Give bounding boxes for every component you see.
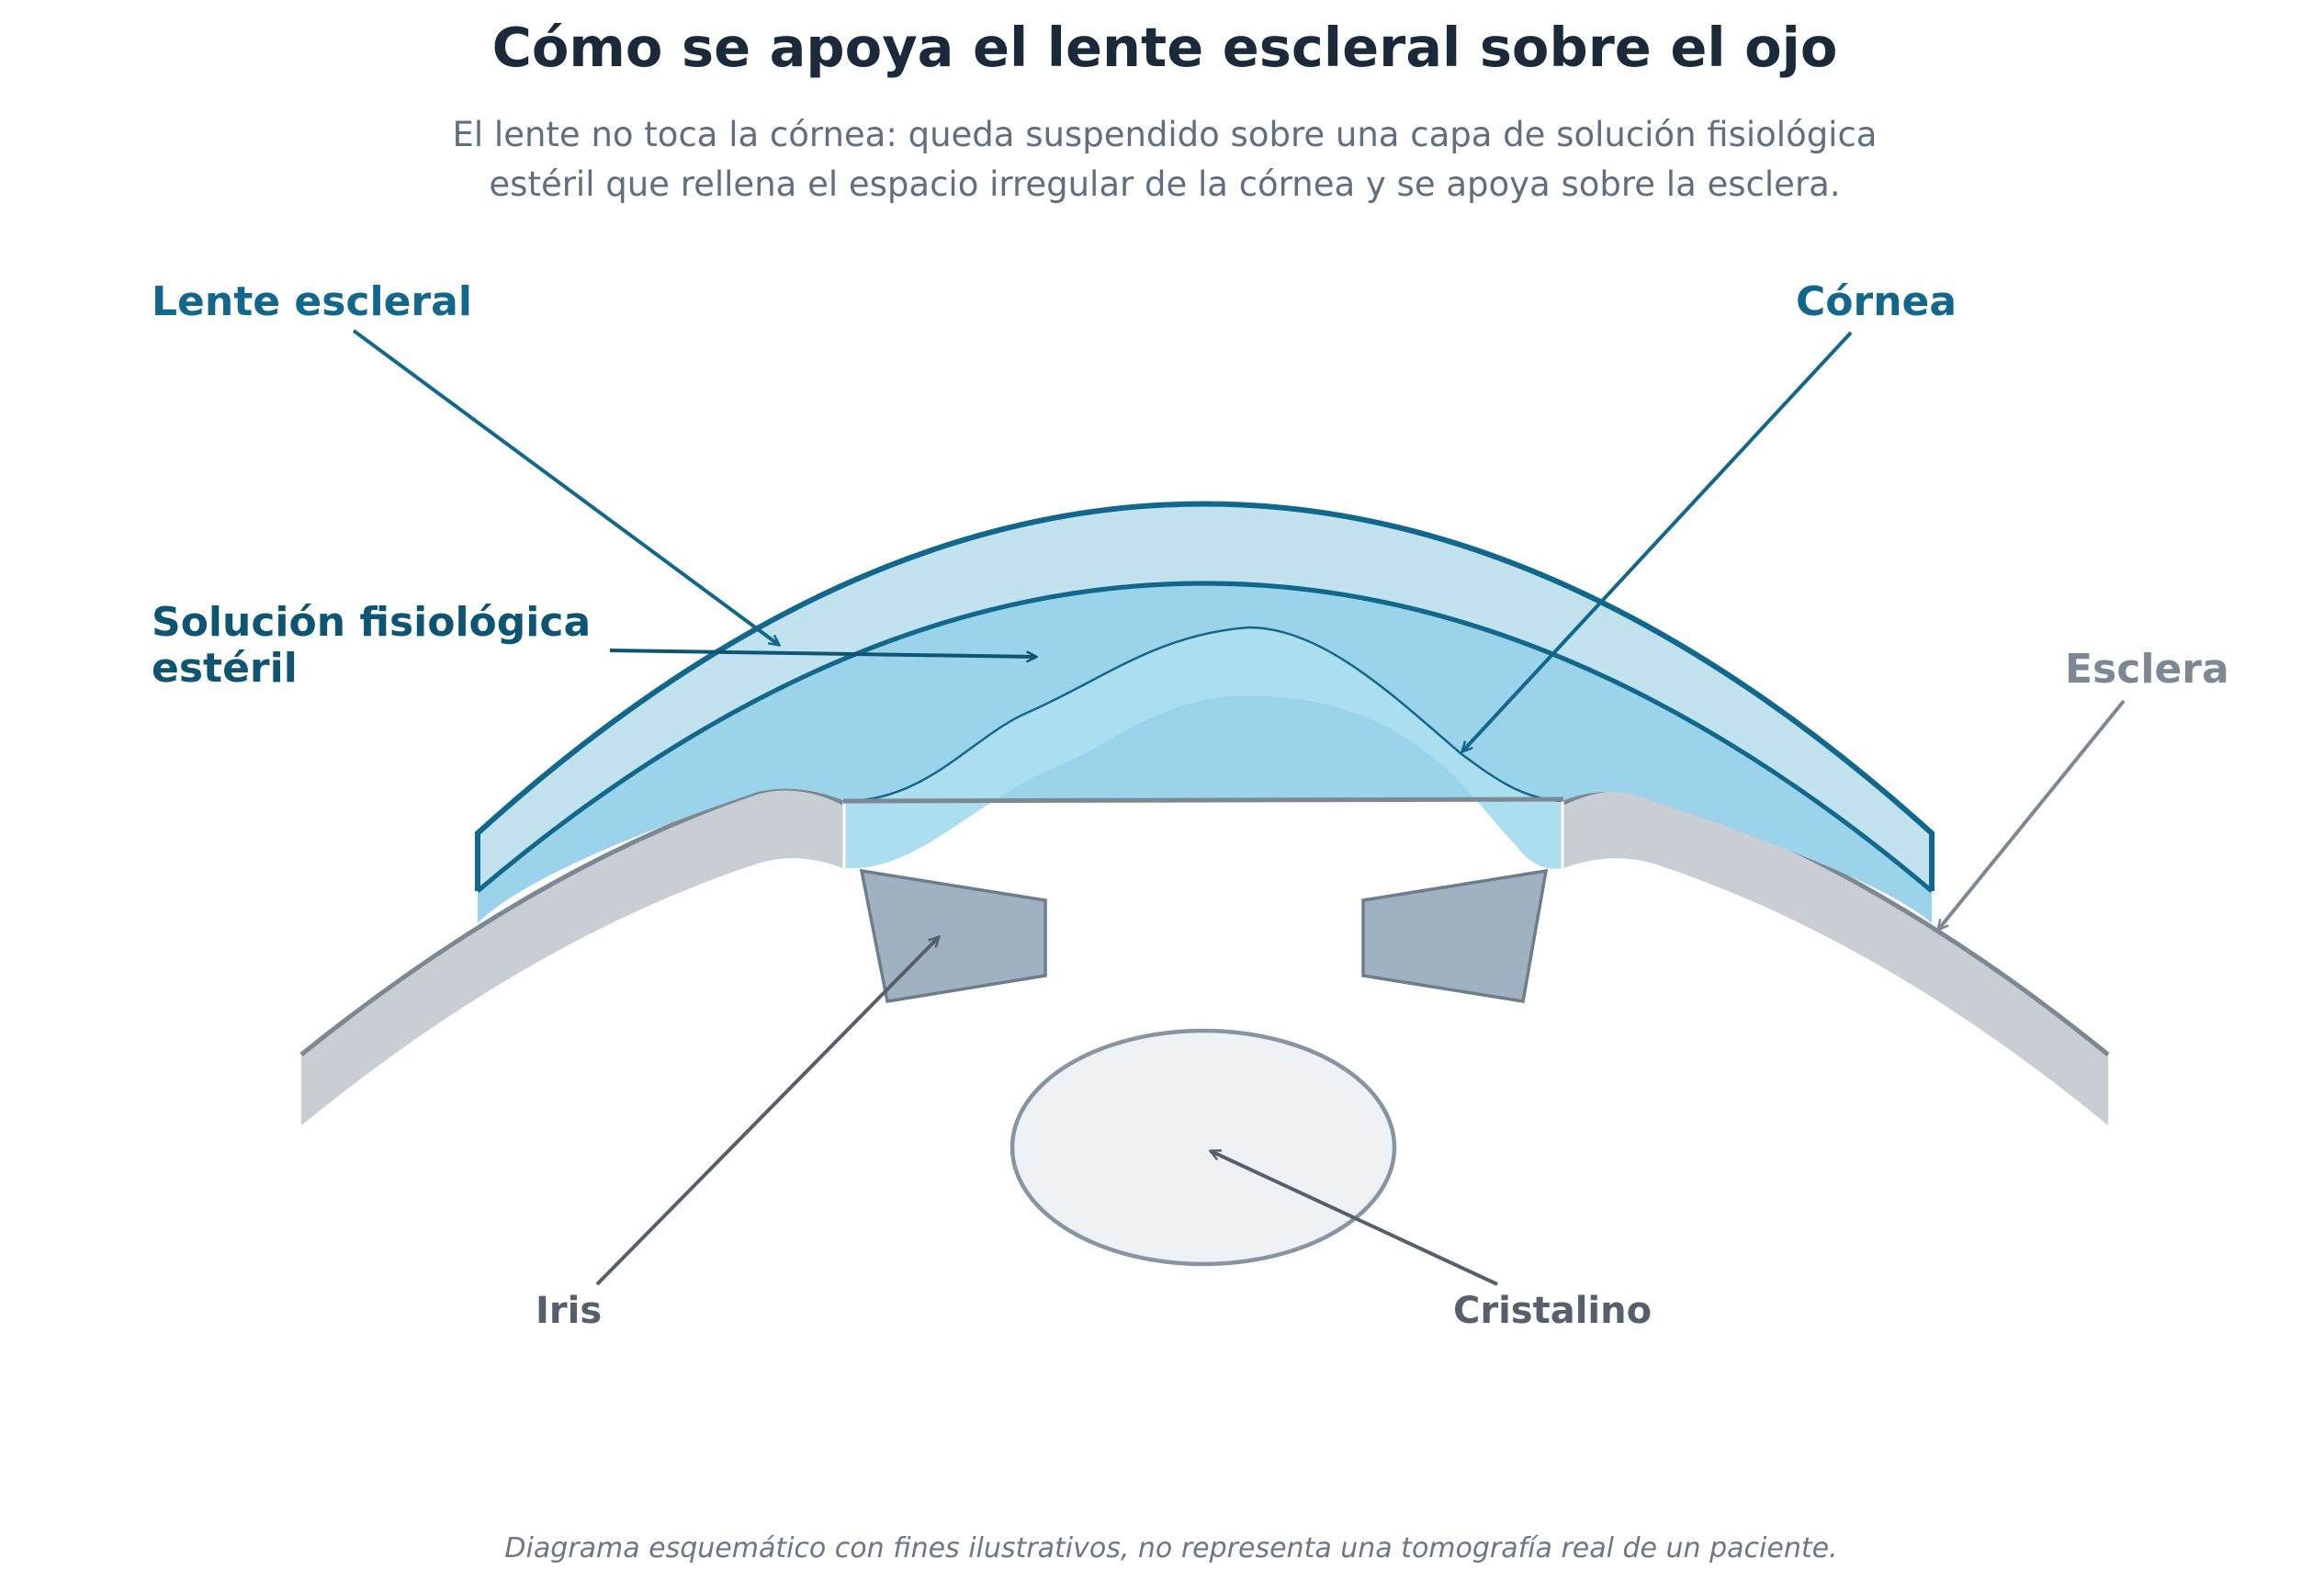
solution-leader-arrow [609,649,1036,657]
scleral-lens-shape [478,503,1932,891]
solution-label-line-2: estéril [152,645,298,692]
sclera-label: Esclera [2065,646,2229,693]
subtitle-line-2: estéril que rellena el espacio irregular… [489,164,1840,204]
crystalline-lens-shape [1010,1028,1397,1267]
sclera-shape [301,787,845,1125]
iris-label: Iris [536,1290,602,1332]
footnote: Diagrama esquemático con fines ilustrati… [504,1532,1837,1564]
lens-outer-outline [475,501,1935,891]
lens-leader-arrow [352,329,779,645]
crystalline-label: Cristalino [1453,1290,1652,1332]
subtitle-line-1: El lente no toca la córnea: queda suspen… [453,115,1878,154]
crystalline-leader-arrow [1211,1151,1498,1286]
iris-leader-arrow [595,937,939,1286]
limbus-line [842,796,1564,804]
cornea-label: Córnea [1796,278,1957,325]
sclera-leader-arrow [1938,699,2126,930]
cornea-leader-arrow [1462,331,1853,751]
diagram-title: Cómo se apoya el lente escleral sobre el… [492,16,1838,79]
iris-left-shape [859,868,1047,1003]
lens-inner-outline [476,581,1934,893]
solution-label-line-1: Solución fisiológica [152,599,591,646]
cornea-outline [844,626,1562,803]
sclera-shape-right [1562,788,2108,1125]
solution-layer-shape [478,583,1932,923]
lens-label: Lente escleral [152,278,472,325]
iris-right-shape [1361,868,1549,1004]
